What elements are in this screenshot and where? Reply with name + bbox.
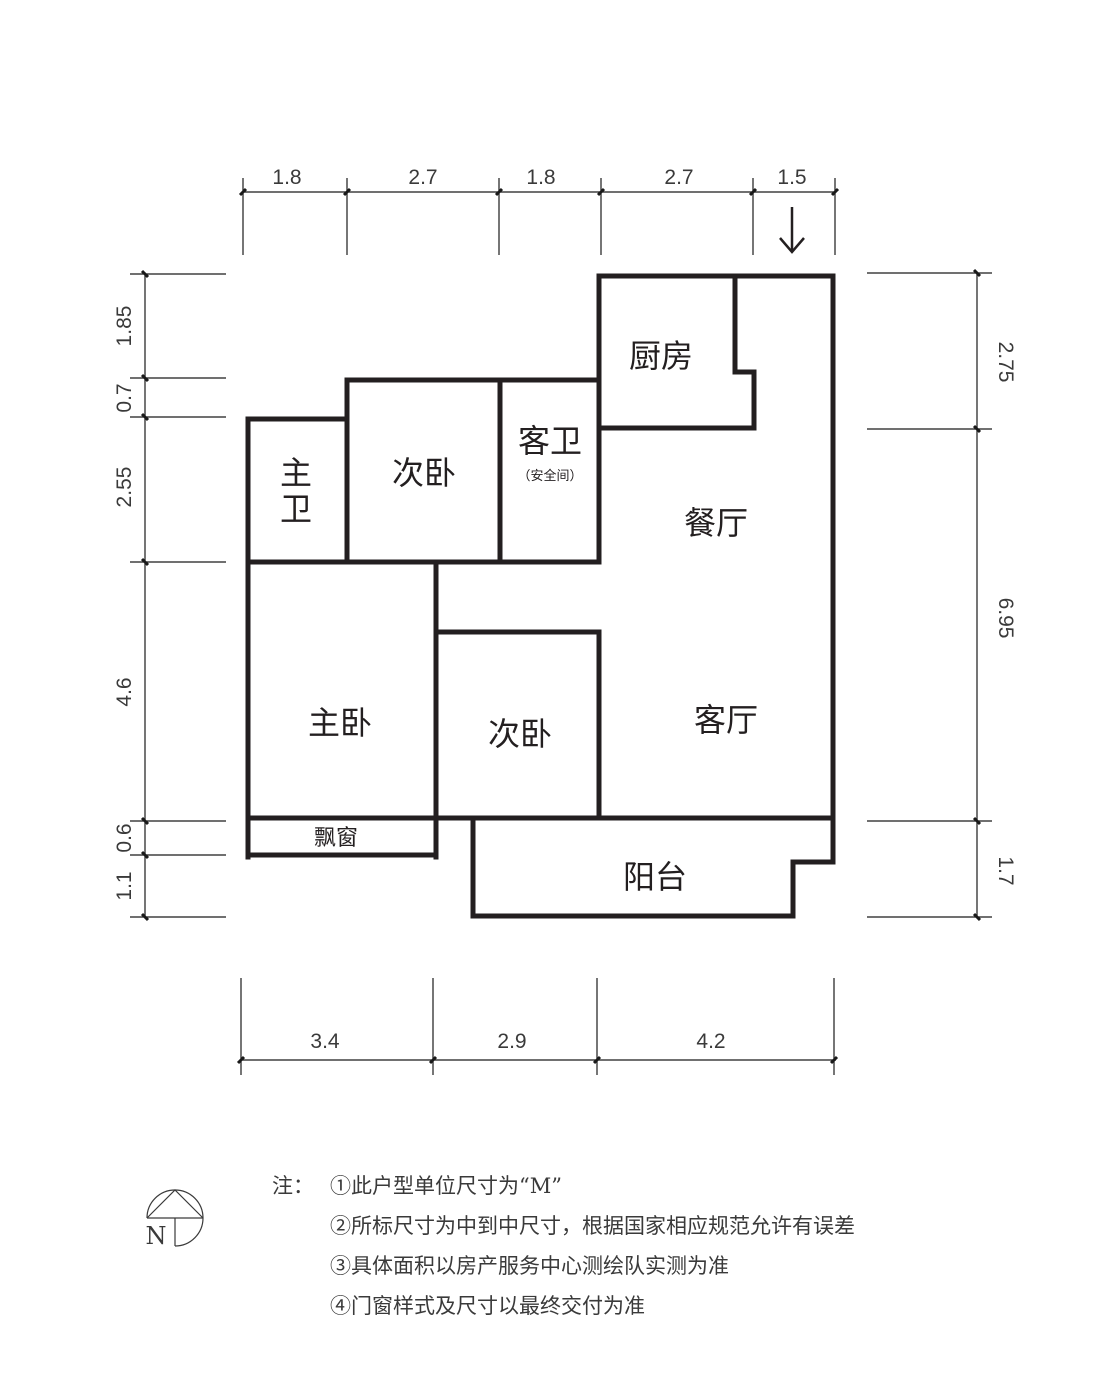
notes-block: 注： ①此户型单位尺寸为“M” ②所标尺寸为中到中尺寸，根据国家相应规范允许有误差… [272,1166,855,1326]
note-row-1: 注： ①此户型单位尺寸为“M” [272,1166,855,1206]
dim-right-2: 6.95 [994,598,1017,639]
upper-bedroom-wall [344,377,602,565]
entrance-arrow-icon [779,207,805,254]
dim-top-5: 1.5 [777,166,806,189]
room-label-second-bedroom-bottom: 次卧 [488,715,552,753]
north-compass-icon [146,1189,204,1247]
dim-top-4: 2.7 [664,166,693,189]
room-label-master-bedroom: 主卧 [308,704,372,742]
room-label-guest-bath: 客卫 [518,422,582,460]
dim-bottom-1: 3.4 [310,1030,340,1053]
room-label-second-bedroom-top: 次卧 [392,454,456,492]
note-item-4: ④门窗样式及尺寸以最终交付为准 [330,1294,645,1318]
left-dimension-chain [130,269,226,922]
balcony-wall [470,815,836,919]
dim-left-1: 1.85 [113,306,136,347]
dim-left-4: 4.6 [113,677,136,706]
dim-left-5: 0.6 [113,823,136,852]
dim-left-6: 1.1 [113,871,136,900]
compass-north-label: N [146,1222,167,1250]
kitchen-wall [596,273,757,431]
room-label-master-bath-1: 主 [280,454,312,492]
room-label-balcony: 阳台 [623,858,687,896]
room-label-living: 客厅 [694,701,758,739]
lower-bedroom-wall [433,629,602,821]
room-label-bay-window: 飘窗 [314,826,358,851]
right-dimension-chain [867,268,992,922]
notes-prefix: 注： [272,1174,314,1198]
dim-top-1: 1.8 [272,166,301,189]
dim-top-2: 2.7 [408,166,437,189]
note-row-3: ③具体面积以房产服务中心测绘队实测为准 [272,1246,855,1286]
dim-left-2: 0.7 [113,383,136,412]
note-item-3: ③具体面积以房产服务中心测绘队实测为准 [330,1254,729,1278]
dim-bottom-2: 2.9 [497,1030,526,1053]
note-row-2: ②所标尺寸为中到中尺寸，根据国家相应规范允许有误差 [272,1206,855,1246]
dim-right-1: 2.75 [994,342,1017,383]
walls [245,273,836,919]
top-dimension-chain [238,178,840,255]
room-label-dining: 餐厅 [684,504,748,542]
note-item-1: ①此户型单位尺寸为“M” [330,1174,562,1198]
note-row-4: ④门窗样式及尺寸以最终交付为准 [272,1286,855,1326]
dim-left-3: 2.55 [113,467,136,508]
master-bath-wall [245,416,350,860]
dim-bottom-3: 4.2 [696,1030,725,1053]
note-item-2: ②所标尺寸为中到中尺寸，根据国家相应规范允许有误差 [330,1214,855,1238]
outer-wall [596,273,836,823]
dim-right-3: 1.7 [994,856,1017,885]
room-label-kitchen: 厨房 [629,337,693,375]
room-label-master-bath-2: 卫 [280,490,312,528]
room-label-guest-bath-note: （安全间） [517,468,582,484]
dim-top-3: 1.8 [526,166,555,189]
bottom-dimension-chain [236,978,839,1075]
